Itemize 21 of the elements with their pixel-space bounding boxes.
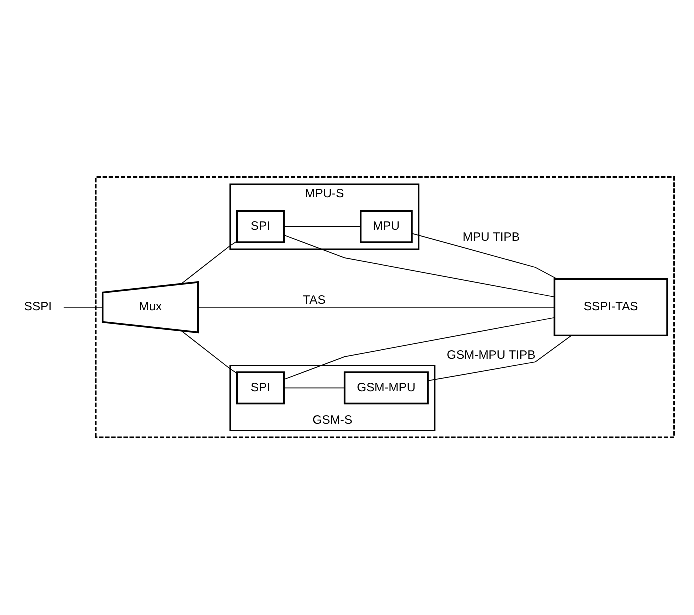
edge-label: TAS	[303, 293, 326, 308]
connector	[198, 307, 555, 308]
connector	[284, 317, 556, 380]
connector	[412, 233, 558, 280]
connector	[284, 388, 346, 389]
node-box: SPI	[236, 210, 285, 244]
edge-label: MPU TIPB	[462, 230, 520, 244]
edge-label: GSM-MPU TIPB	[447, 348, 536, 362]
node-box: SPI	[236, 372, 285, 405]
node-text: SSPI	[24, 300, 52, 314]
node-box: GSM-MPU	[344, 372, 429, 405]
connector	[428, 335, 572, 382]
node-box: Mux	[102, 281, 200, 334]
node-box: SSPI-TAS	[554, 278, 668, 337]
connector	[64, 307, 104, 308]
connector	[284, 234, 556, 298]
node-box: MPU	[360, 210, 413, 244]
cluster	[95, 176, 676, 438]
connector	[284, 226, 362, 228]
connector	[181, 330, 238, 374]
connector	[181, 241, 238, 284]
